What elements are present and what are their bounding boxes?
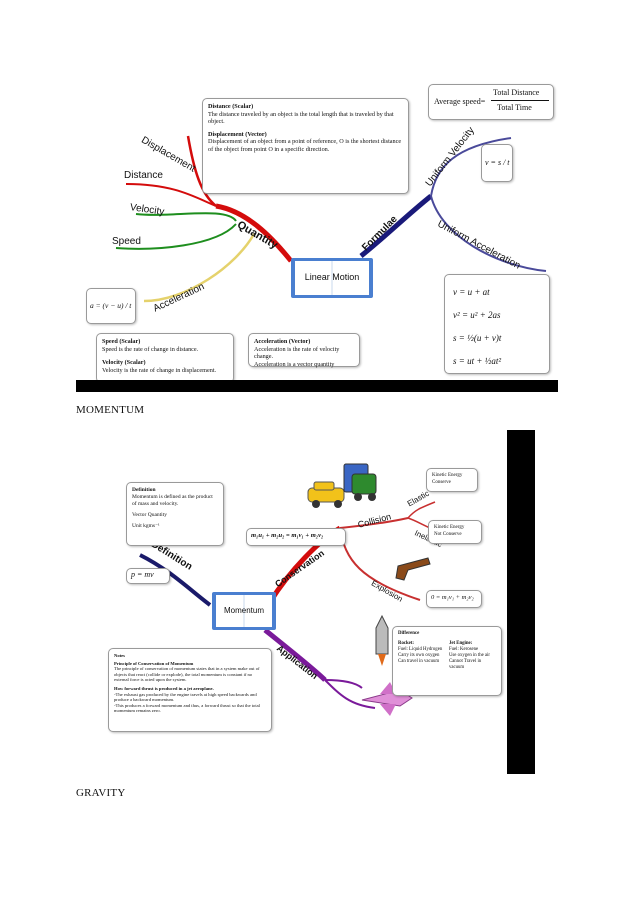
velocity-title: Velocity (Scalar)	[102, 359, 146, 367]
definition-box: Definition Momentum is defined as the pr…	[126, 482, 224, 546]
jet-line-1: Fuel: Kerosene	[448, 647, 479, 652]
pistol-icon	[395, 557, 431, 581]
equation-2: v² = u² + 2as	[453, 310, 501, 320]
definition-unit: Unit kgms⁻¹	[132, 523, 160, 529]
inelastic-ke-line1: Kinetic Energy	[434, 525, 465, 530]
notes-text-2: -The exhaust gas produced by the engine …	[114, 691, 257, 703]
notes-text-1: The principle of conservation of momentu…	[114, 666, 260, 683]
linear-motion-branches	[115, 135, 547, 303]
conservation-formula-box: m₁u₁ + m₂u₂ = m₁v₁ + m₂v₂	[246, 528, 346, 546]
notes-text-3: -This produces a forward momentum and th…	[114, 702, 260, 714]
acceleration-text-2: Acceleration is a vector quantity	[254, 360, 335, 368]
definition-title: Definition	[132, 487, 156, 493]
rocket-icon	[375, 614, 389, 666]
linear-motion-mindmap: Linear Motion Quantity Formulae Displace…	[76, 76, 558, 392]
p-formula: p = mv	[131, 570, 154, 579]
p-formula-box: p = mv	[126, 568, 170, 584]
truck-icon	[343, 463, 377, 501]
conservation-formula: m₁u₁ + m₂u₂ = m₁v₁ + m₂v₂	[251, 532, 324, 539]
velocity-formula-box: v = s / t	[481, 144, 513, 182]
notes-subtitle-2: How forward thrust is produced in a jet …	[114, 685, 214, 691]
speed-text: Speed is the rate of change in distance.	[102, 345, 199, 353]
rocket-line-1: Fuel: Liquid Hydrogen	[398, 647, 443, 652]
branch-distance: Distance	[124, 170, 163, 181]
acceleration-formula-box: a = (v − u) / t	[86, 288, 136, 324]
notes-subtitle-1: Principle of Conservation of Momentum	[114, 660, 194, 666]
speed-title: Speed (Scalar)	[102, 338, 141, 345]
distance-text: The distance traveled by an object is th…	[208, 110, 394, 126]
heading-gravity: GRAVITY	[76, 787, 126, 799]
distance-title: Distance (Scalar)	[208, 103, 254, 110]
branch-speed: Speed	[112, 236, 141, 247]
rocket-line-2: Carry its own oxygen	[398, 653, 440, 658]
notes-title: Notes	[114, 653, 125, 658]
definition-vector: Vector Quantity	[132, 512, 167, 518]
average-speed-numerator: Total Distance	[493, 88, 540, 97]
definition-text: Momentum is defined as the product of ma…	[132, 494, 213, 507]
distance-displacement-box: Distance (Scalar) The distance traveled …	[202, 98, 409, 194]
difference-title: Difference	[398, 631, 420, 636]
heading-momentum: MOMENTUM	[76, 404, 145, 416]
average-speed-denominator: Total Time	[497, 103, 532, 112]
displacement-text: Displacement of an object from a point o…	[208, 138, 402, 153]
inelastic-ke-box: Kinetic Energy Not Conserve	[428, 520, 482, 544]
momentum-mindmap: Momentum Definition Conservation Applica…	[90, 430, 535, 774]
jet-title: Jet Engine:	[448, 641, 473, 646]
rocket-title: Rocket:	[398, 641, 414, 646]
jet-line-3: Cannot Travel in vacuum	[448, 659, 482, 670]
panel-right-bar	[507, 430, 535, 774]
average-speed-label: Average speed=	[434, 97, 486, 106]
acceleration-formula: a = (v − u) / t	[90, 301, 132, 310]
elastic-ke-line2: Conserve	[432, 479, 451, 485]
acceleration-text: Acceleration is the rate of velocity cha…	[254, 345, 340, 361]
elastic-ke-box: Kinetic Energy Conserve	[426, 468, 478, 492]
linear-motion-center: Linear Motion	[304, 272, 360, 282]
speed-velocity-box: Speed (Scalar) Speed is the rate of chan…	[96, 333, 234, 383]
equation-1: v = u + at	[453, 287, 490, 297]
velocity-text: Velocity is the rate of change in displa…	[102, 366, 217, 374]
difference-box: Difference Rocket: Fuel: Liquid Hydrogen…	[392, 626, 502, 696]
jet-line-2: Use oxygen in the air	[448, 653, 490, 658]
displacement-title: Displacement (Vector)	[208, 130, 267, 138]
explosion-formula: 0 = m₁v₁ + m₂v₂	[431, 594, 474, 601]
equations-box: v = u + at v² = u² + 2as s = ½(u + v)t s…	[444, 274, 550, 374]
acceleration-title: Acceleration (Vector)	[254, 338, 311, 345]
panel-bottom-bar	[76, 380, 558, 392]
equation-3: s = ½(u + v)t	[453, 333, 502, 343]
inelastic-ke-line2: Not Conserve	[434, 531, 462, 537]
momentum-center: Momentum	[223, 606, 264, 615]
taxi-car-icon	[307, 481, 345, 508]
elastic-ke-line1: Kinetic Energy	[432, 473, 463, 478]
explosion-formula-box: 0 = m₁v₁ + m₂v₂	[426, 590, 482, 608]
average-speed-box: Average speed= Total Distance Total Time	[428, 84, 554, 120]
velocity-formula: v = s / t	[485, 158, 510, 167]
notes-box: Notes Principle of Conservation of Momen…	[108, 648, 272, 732]
acceleration-box: Acceleration (Vector) Acceleration is th…	[248, 333, 360, 368]
equation-4: s = ut + ½at²	[453, 356, 502, 366]
rocket-line-3: Can travel in vacuum	[398, 659, 440, 664]
